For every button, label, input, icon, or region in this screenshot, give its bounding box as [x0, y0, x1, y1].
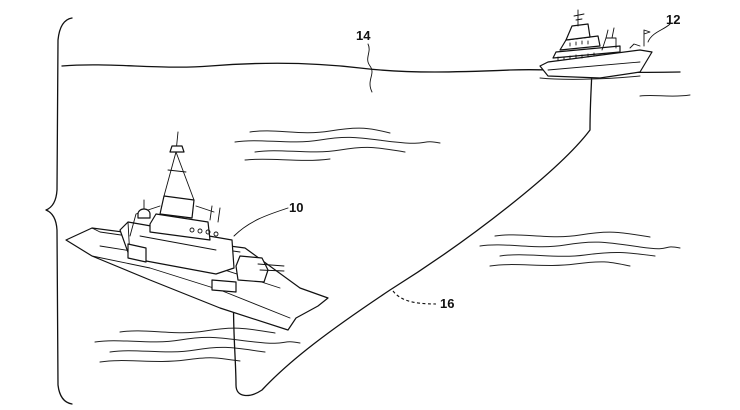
leader-12: [647, 23, 671, 43]
leader-14: [367, 43, 373, 93]
label-10: 10: [289, 200, 303, 215]
ship-near: [65, 131, 329, 331]
label-16: 16: [440, 296, 454, 311]
ship-far: [539, 9, 653, 80]
water-waves: [94, 94, 691, 363]
cable-16: [232, 63, 593, 397]
label-12: 12: [666, 12, 680, 27]
leader-16: [392, 290, 437, 305]
leader-10: [233, 207, 289, 237]
label-14: 14: [356, 28, 371, 43]
left-brace: [45, 17, 73, 405]
